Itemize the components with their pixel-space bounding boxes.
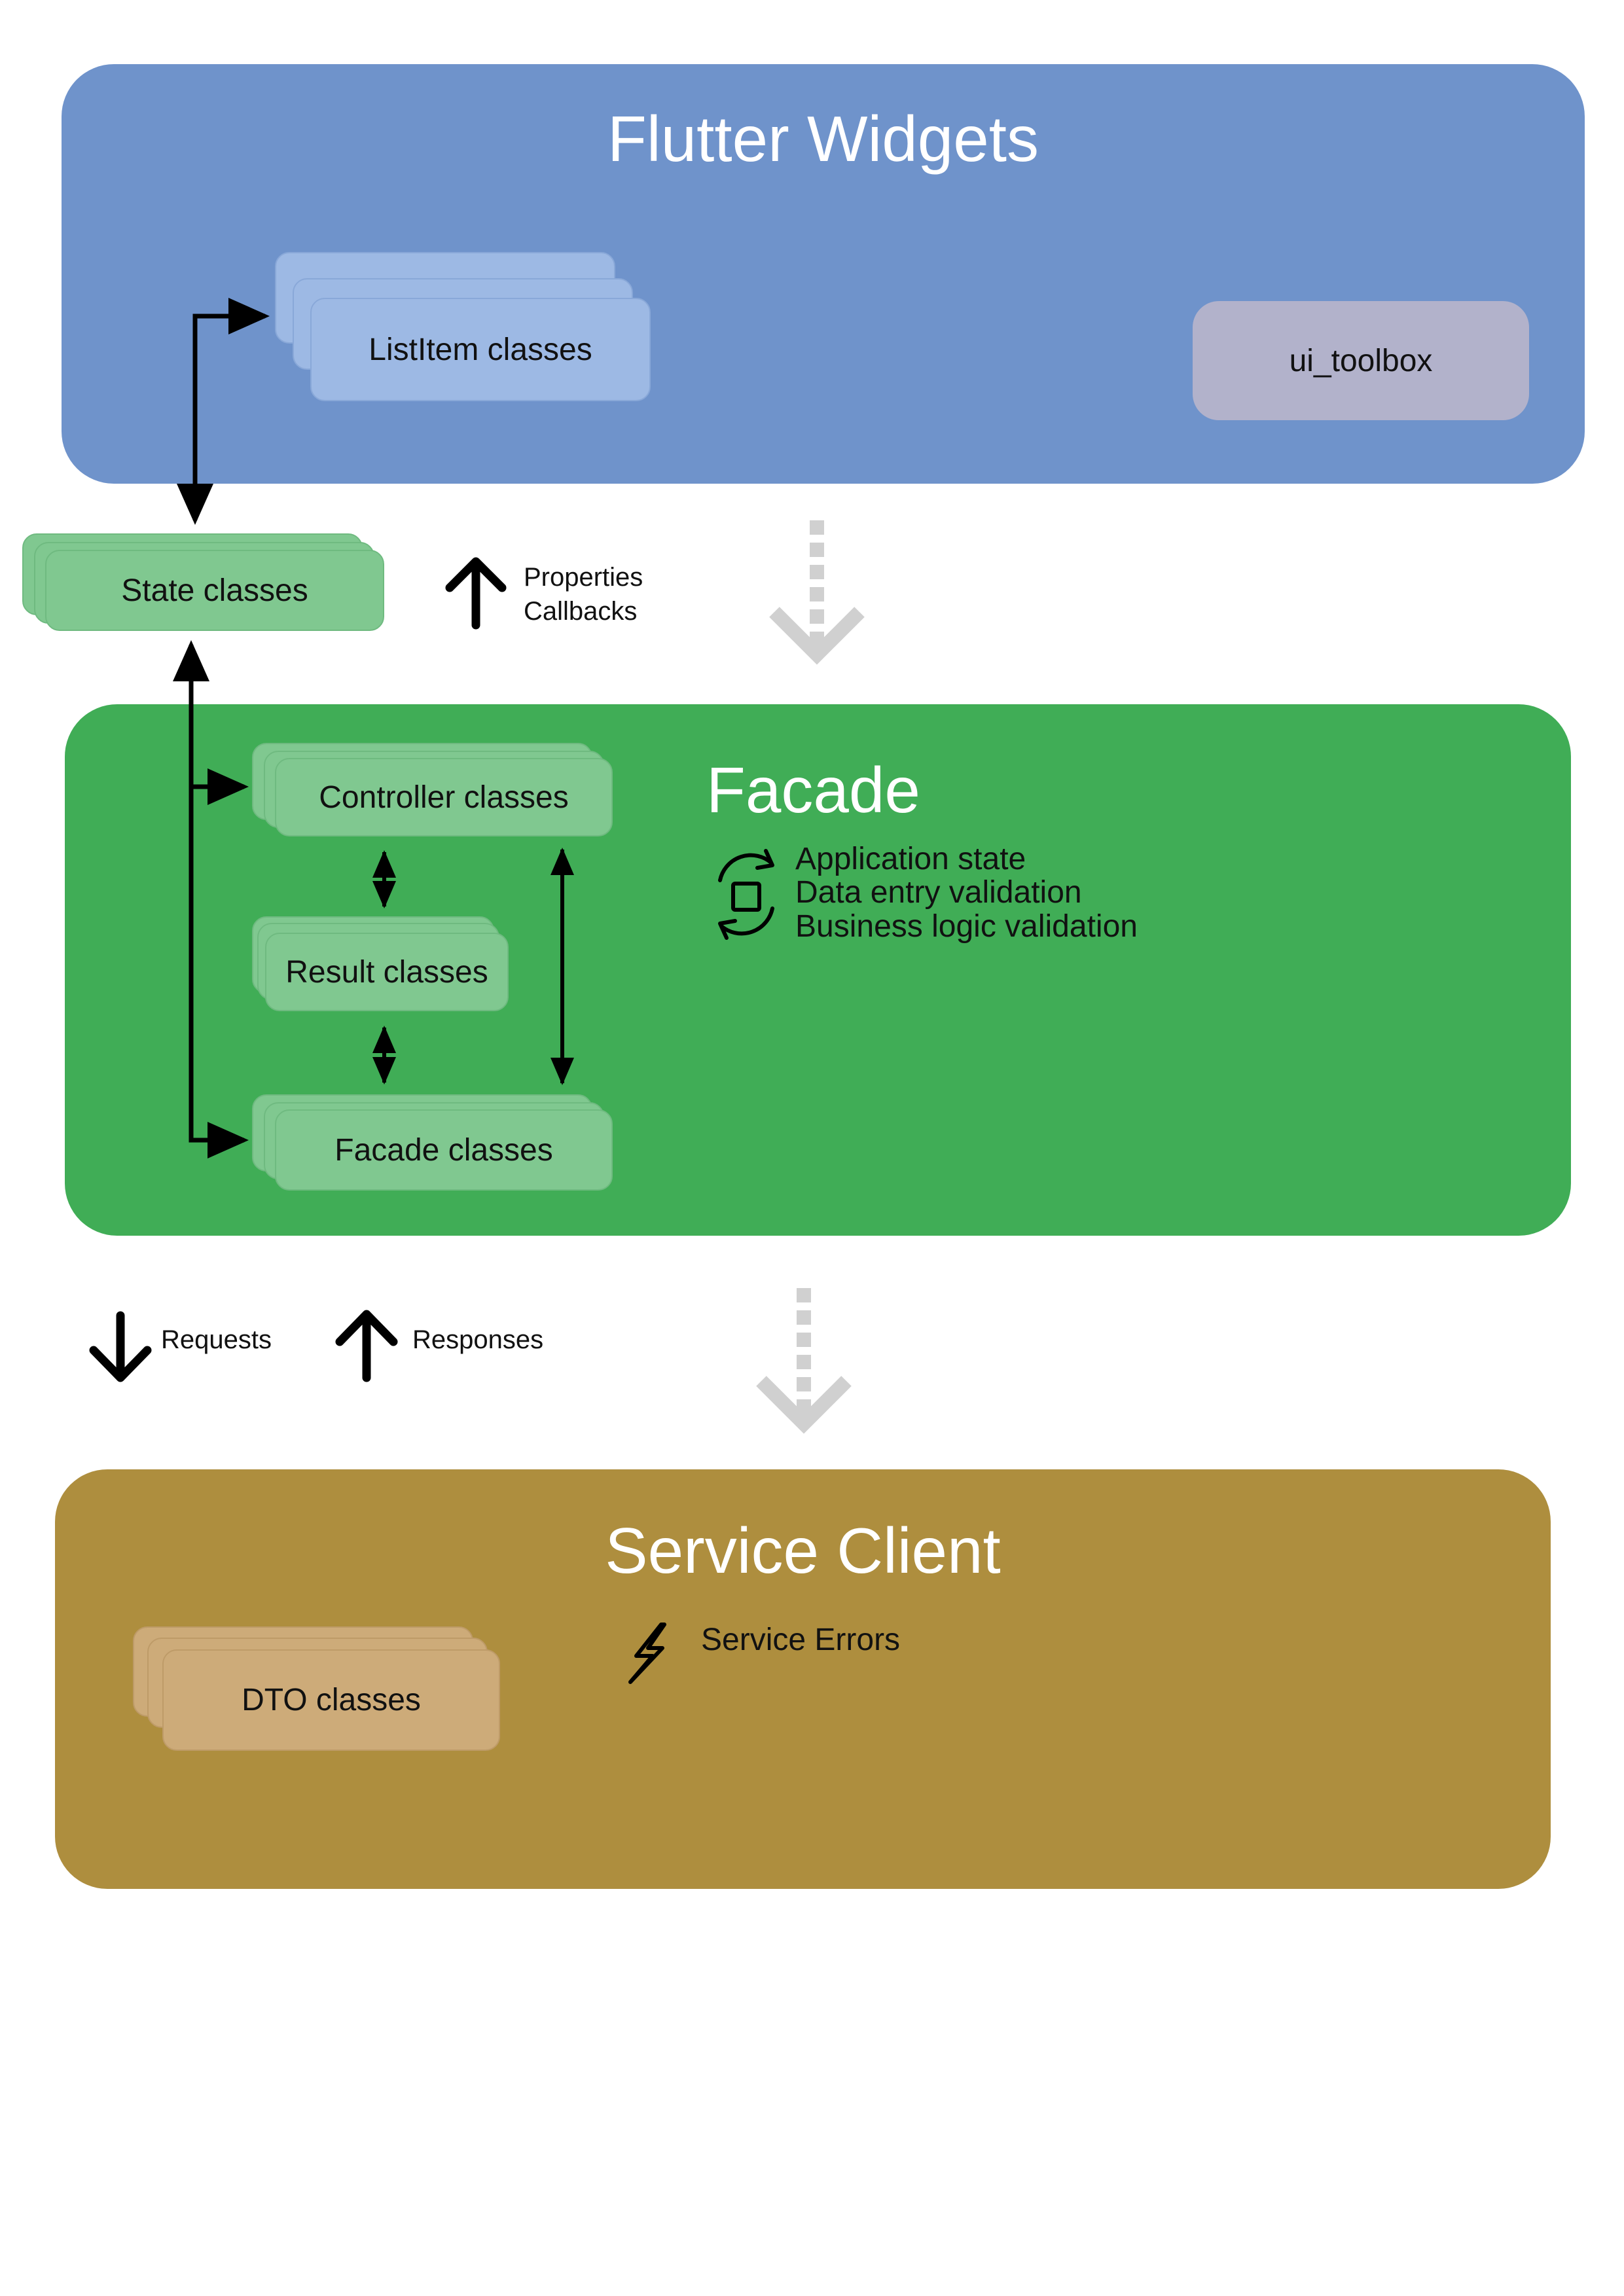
note-application-state: Application state [795,842,1026,876]
callbacks-label: Callbacks [524,597,638,626]
result-label: Result classes [285,954,488,990]
listitem-label: ListItem classes [369,332,592,367]
note-data-entry-validation: Data entry validation [795,875,1082,910]
responses-up-arrow-icon [335,1310,398,1382]
dependency-arrow-2 [756,1288,852,1434]
dependency-arrow-1 [769,520,865,665]
facade-title: Facade [706,754,920,826]
listitem-card: ListItem classes [310,298,651,401]
state-label: State classes [121,573,308,608]
properties-label: Properties [524,563,643,592]
requests-label: Requests [161,1325,272,1354]
dto-label: DTO classes [242,1683,421,1717]
facade-card: Facade classes [275,1109,613,1191]
note-business-logic-validation: Business logic validation [795,909,1138,944]
ui-toolbox-card: ui_toolbox [1193,301,1529,420]
service-client-title: Service Client [605,1515,1001,1587]
up-arrow-icon [445,557,507,630]
responses-label: Responses [412,1325,544,1354]
dto-card: DTO classes [162,1649,500,1751]
controller-card: Controller classes [275,758,613,836]
state-card: State classes [45,550,384,631]
controller-label: Controller classes [319,780,569,815]
flutter-widgets-title: Flutter Widgets [607,103,1039,175]
down-arrow-icon [89,1311,152,1382]
facade-classes-label: Facade classes [334,1132,553,1168]
ui-toolbox-label: ui_toolbox [1289,343,1433,378]
service-client-layer: Service Client [55,1469,1551,1889]
service-errors-label: Service Errors [701,1623,901,1657]
result-card: Result classes [265,933,509,1011]
